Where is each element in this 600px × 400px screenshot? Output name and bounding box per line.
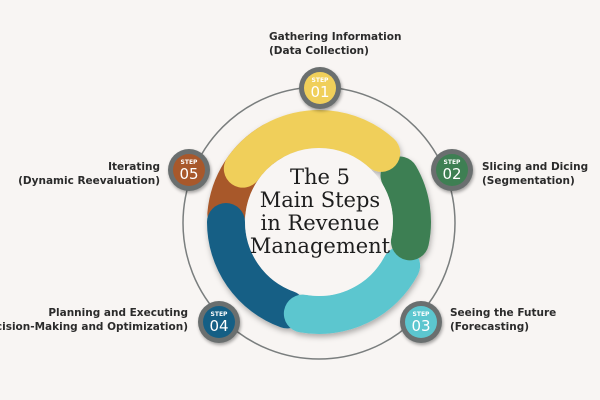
step-label: STEP: [210, 311, 228, 318]
ring-segment-step-03: [283, 246, 421, 334]
ring-segment-step-04: [207, 203, 307, 329]
step-title: Seeing the Future: [450, 307, 557, 319]
title-line: Main Steps: [259, 188, 381, 212]
step-subtitle: (Decision-Making and Optimization): [0, 321, 188, 333]
step-label: STEP: [311, 77, 329, 84]
step-number: 04: [209, 317, 229, 335]
step-04-label: Planning and Executing (Decision-Making a…: [0, 306, 188, 334]
ring: [207, 110, 431, 334]
step-title: Iterating: [108, 161, 160, 173]
title-line: in Revenue: [260, 211, 380, 235]
step-title: Slicing and Dicing: [482, 161, 589, 173]
step-subtitle: (Segmentation): [482, 175, 575, 187]
step-subtitle: (Forecasting): [450, 321, 530, 333]
ring-segment-step-02: [380, 156, 431, 261]
step-number: 03: [411, 317, 431, 335]
step-title: Planning and Executing: [48, 307, 188, 319]
center-circle: [245, 148, 393, 296]
step-02-label: Slicing and Dicing (Segmentation): [482, 160, 588, 188]
step-subtitle: (Data Collection): [269, 45, 369, 57]
step-05-label: Iterating (Dynamic Reevaluation): [18, 160, 160, 188]
step-label: STEP: [180, 159, 198, 166]
step-label: STEP: [443, 159, 461, 166]
step-number: 02: [442, 165, 462, 183]
title-line: The 5: [290, 165, 350, 189]
step-number: 05: [179, 165, 199, 183]
step-title: Gathering Information: [269, 31, 402, 43]
step-03-label: Seeing the Future (Forecasting): [450, 306, 556, 334]
ring-segment-step-01: [223, 110, 401, 188]
title-line: Management: [249, 234, 391, 258]
step-01-label: Gathering Information (Data Collection): [269, 30, 401, 58]
step-subtitle: (Dynamic Reevaluation): [18, 175, 160, 187]
step-label: STEP: [412, 311, 430, 318]
step-number: 01: [310, 83, 330, 101]
diagram-title: The 5 Main Steps in Revenue Management: [240, 166, 400, 258]
